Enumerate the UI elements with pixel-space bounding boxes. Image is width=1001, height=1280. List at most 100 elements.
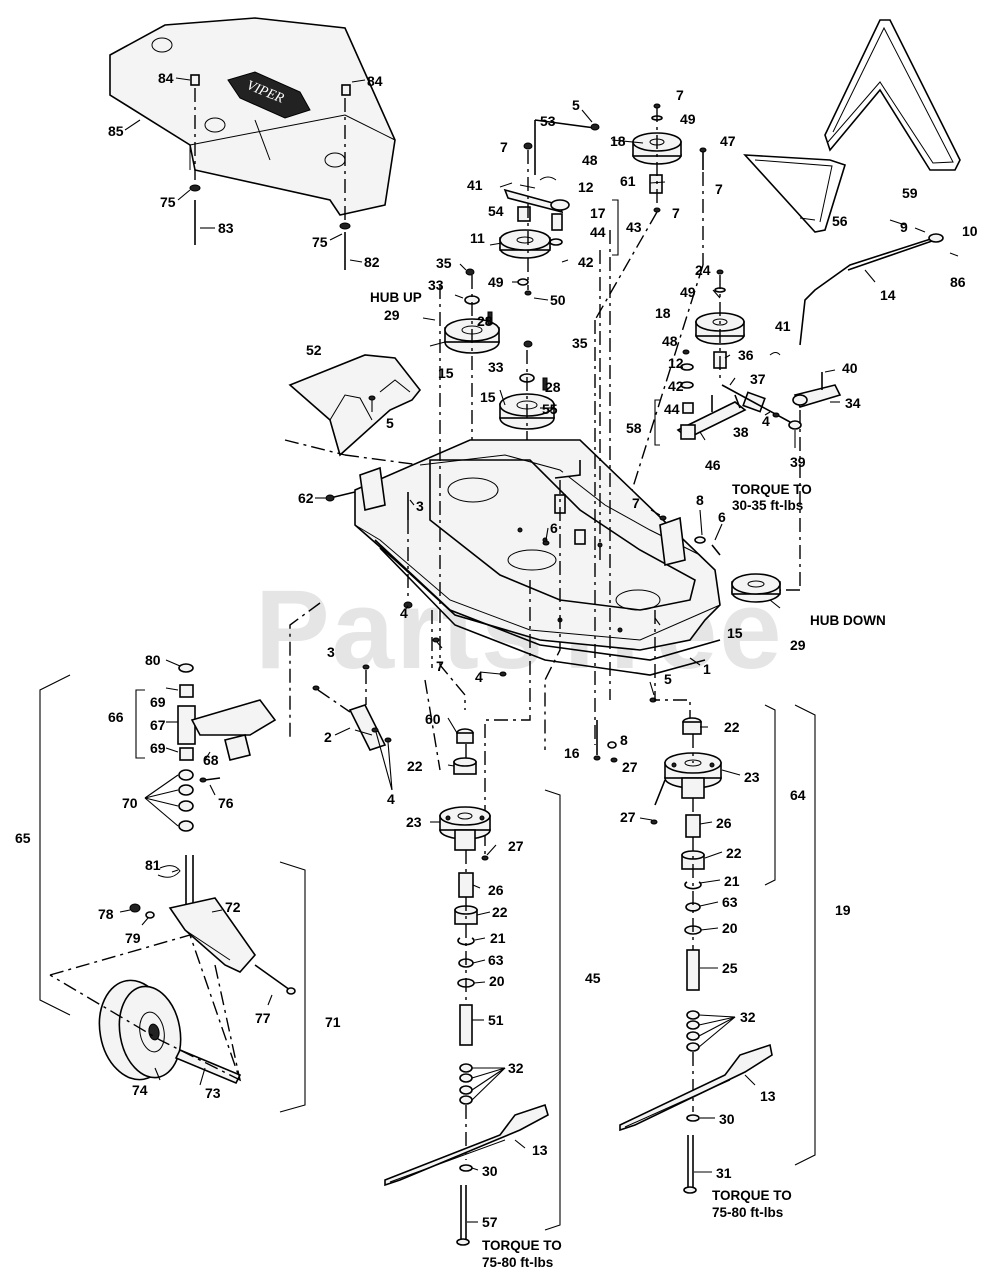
callout: 41 <box>775 318 791 334</box>
callout: 63 <box>722 894 738 910</box>
blade-left-13-edge <box>389 1139 506 1183</box>
callout: 46 <box>705 457 721 473</box>
callout: 83 <box>218 220 234 236</box>
callout: 21 <box>724 873 740 889</box>
callout: 19 <box>835 902 851 918</box>
callout: 36 <box>738 347 754 363</box>
callout: 13 <box>532 1142 548 1158</box>
callout: 70 <box>122 795 138 811</box>
callout: 57 <box>482 1214 498 1230</box>
callout-numbers: 84 84 85 75 83 75 82 5 53 7 48 41 12 54 … <box>15 70 978 1230</box>
callout: 85 <box>108 123 124 139</box>
callout: 48 <box>582 152 598 168</box>
callout: 6 <box>550 520 558 536</box>
note-hub-up: HUB UP <box>370 290 422 305</box>
callout: 22 <box>724 719 740 735</box>
blade-right-13 <box>619 1043 773 1132</box>
callout: 15 <box>727 625 743 641</box>
callout: 13 <box>760 1088 776 1104</box>
callout: 60 <box>425 711 441 727</box>
callout-leaders <box>119 77 906 1223</box>
callout: 66 <box>108 709 124 725</box>
callout: 23 <box>406 814 422 830</box>
assembly-line <box>609 264 704 561</box>
cover-hardware <box>189 74 351 270</box>
callout: 32 <box>508 1060 524 1076</box>
callout: 23 <box>744 769 760 785</box>
callout: 39 <box>790 454 806 470</box>
callout: 29 <box>384 307 400 323</box>
note-hub-down: HUB DOWN <box>810 613 886 628</box>
pulley-18-top <box>632 103 707 213</box>
callout: 59 <box>902 185 918 201</box>
callout: 76 <box>218 795 234 811</box>
notes: HUB UP HUB DOWN TORQUE TO 30-35 ft-lbs T… <box>370 290 886 1270</box>
callout: 22 <box>726 845 742 861</box>
callout: 7 <box>672 205 680 221</box>
callout: 79 <box>125 930 141 946</box>
callout: 6 <box>718 509 726 525</box>
callout: 53 <box>540 113 556 129</box>
callout: 15 <box>480 389 496 405</box>
callout: 61 <box>620 173 636 189</box>
callout: 63 <box>488 952 504 968</box>
callout: 69 <box>150 694 166 710</box>
callout: 7 <box>715 181 723 197</box>
callout: 31 <box>716 1165 732 1181</box>
callout: 42 <box>578 254 594 270</box>
deck-bolts-center <box>593 720 618 763</box>
caster-yoke-72 <box>129 897 296 995</box>
deck-hardware <box>325 491 781 703</box>
deck-bracket-2 <box>312 664 392 751</box>
callout: 7 <box>632 495 640 511</box>
callout: 21 <box>490 930 506 946</box>
callout: 41 <box>467 177 483 193</box>
callout: 3 <box>327 644 335 660</box>
callout: 2 <box>324 729 332 745</box>
callout: 49 <box>680 111 696 127</box>
callout: 10 <box>962 223 978 239</box>
callout: 56 <box>832 213 848 229</box>
callout: 33 <box>488 359 504 375</box>
callout: 27 <box>620 809 636 825</box>
callout: 20 <box>489 973 505 989</box>
callout: 22 <box>492 904 508 920</box>
spindle-assembly-lines <box>289 230 691 860</box>
callout: 78 <box>98 906 114 922</box>
callout: 62 <box>298 490 314 506</box>
callout: 1 <box>703 661 711 677</box>
bracket-71 <box>279 861 306 1113</box>
callout: 34 <box>845 395 861 411</box>
callout: 30 <box>482 1163 498 1179</box>
callout: 45 <box>585 970 601 986</box>
callout: 29 <box>790 637 806 653</box>
callout: 44 <box>664 401 680 417</box>
note-torque-idler-1: TORQUE TO <box>732 482 812 497</box>
pulley-55 <box>499 340 555 470</box>
callout: 27 <box>508 838 524 854</box>
callout: 4 <box>400 605 408 621</box>
assembly-line <box>594 211 658 321</box>
bracket-66 <box>135 689 145 759</box>
mower-deck <box>354 439 721 676</box>
callout: 58 <box>626 420 642 436</box>
callout: 26 <box>488 882 504 898</box>
bracket-64 <box>764 704 776 886</box>
wheel-assembly-line <box>214 964 241 1081</box>
note-torque-idler-2: 30-35 ft-lbs <box>732 498 803 513</box>
callout: 84 <box>367 73 383 89</box>
callout: 9 <box>900 219 908 235</box>
callout: 26 <box>716 815 732 831</box>
callout: 24 <box>695 262 711 278</box>
callout: 4 <box>387 791 395 807</box>
belt-cover: VIPER <box>109 17 396 216</box>
callout: 5 <box>572 97 580 113</box>
pulley-11 <box>499 150 551 296</box>
blade-left-13 <box>384 1103 549 1187</box>
callout: 7 <box>500 139 508 155</box>
deck-belt-56-inner <box>754 159 833 223</box>
pulley-18-right <box>695 269 745 380</box>
callout: 81 <box>145 857 161 873</box>
callout: 40 <box>842 360 858 376</box>
